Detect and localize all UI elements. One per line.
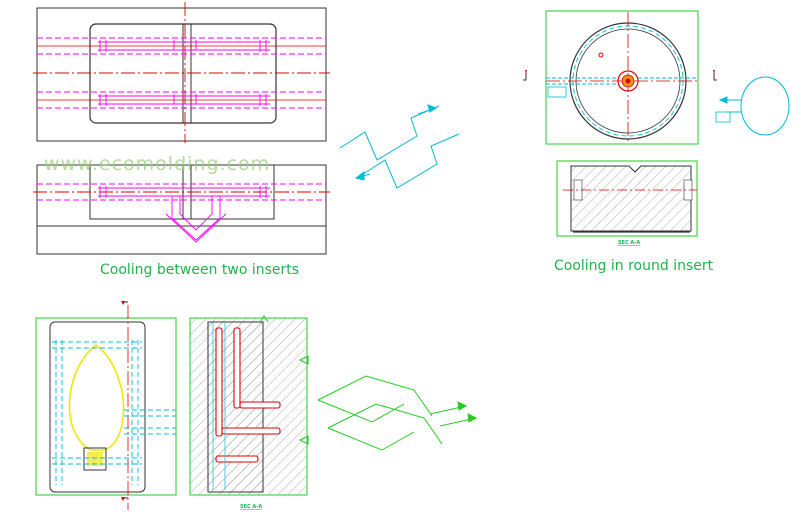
bulb-insert-section-view [189,315,309,496]
cooling-flow-schematic-top [339,104,460,189]
cooling-flow-schematic-bottom [317,375,478,451]
bulb-insert-plan-view [35,301,177,510]
section-label-round: SEC A-A [618,240,640,246]
two-inserts-section-view [33,164,330,255]
caption-two-inserts: Cooling between two inserts [100,262,299,278]
round-cooling-loop-schematic [718,76,790,136]
watermark: www.ecomolding.com [44,153,270,175]
caption-round-insert: Cooling in round insert [554,258,714,274]
section-label-bottom: SEC A-A [240,504,262,510]
section-arrow-icon [523,70,717,81]
round-insert-section-view [556,160,698,237]
two-inserts-plan-view [33,2,330,143]
section-arrow-icon [121,301,128,501]
round-insert-plan-view [523,10,731,145]
